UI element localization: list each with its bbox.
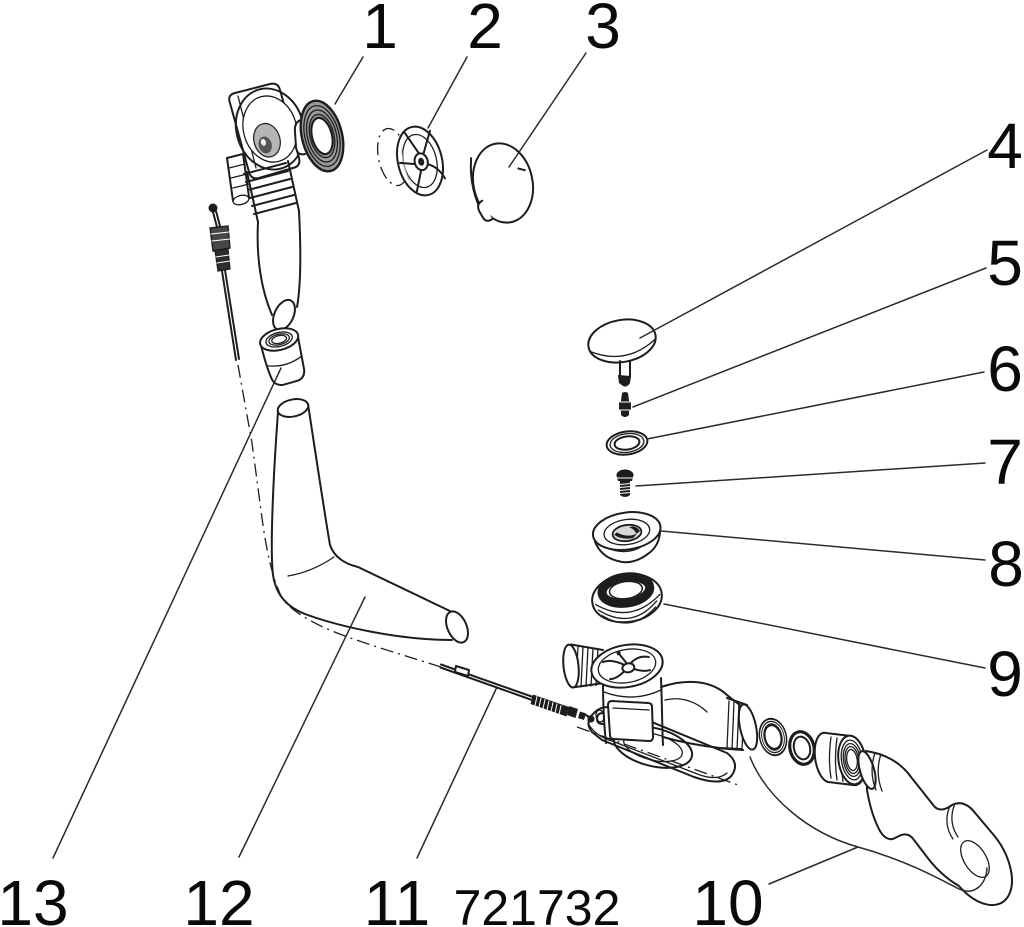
callout-7-label: 7	[987, 426, 1023, 498]
callout-13-label: 13	[0, 867, 69, 927]
callout-9-label: 9	[987, 638, 1023, 710]
leader-line-1	[334, 56, 364, 105]
leader-line-3	[508, 52, 587, 168]
escutcheon-part2	[376, 125, 446, 197]
callout-4-label: 4	[987, 110, 1023, 182]
overflow-pipe-part12	[270, 398, 469, 644]
washer-part6	[605, 430, 649, 456]
bowden-cable-part11	[439, 663, 595, 723]
grooved-oring	[758, 717, 788, 757]
pin-part5	[619, 392, 631, 417]
cover-cap-part3	[469, 142, 535, 224]
callout-5-label: 5	[987, 227, 1023, 299]
screw-part7	[616, 469, 634, 497]
leader-line-8	[660, 530, 986, 561]
cable-axis-guideline	[237, 364, 442, 668]
leader-line-4	[639, 149, 988, 339]
callout-10-label: 10	[692, 867, 763, 927]
waste-body	[562, 643, 759, 786]
product-code-label: 721732	[454, 880, 621, 927]
callout-12-label: 12	[183, 867, 254, 927]
connector-sleeve-part13	[259, 327, 306, 386]
leader-line-13	[52, 367, 282, 859]
leader-line-2	[427, 56, 468, 129]
callout-8-label: 8	[988, 528, 1024, 600]
plug-part4	[587, 318, 657, 387]
outlet-elbow	[857, 750, 1013, 907]
gasket-part9	[591, 572, 663, 624]
seal-ring-part1	[293, 99, 345, 173]
callout-2-label: 2	[467, 0, 503, 62]
leader-line-11	[416, 686, 498, 859]
control-cable-upper	[208, 203, 240, 361]
leader-line-9	[663, 603, 986, 669]
callout-3-label: 3	[585, 0, 621, 62]
overflow-housing	[226, 82, 306, 332]
leader-line-5	[632, 267, 987, 408]
union-nut	[813, 731, 867, 787]
thin-oring	[788, 730, 816, 766]
strainer-part8	[591, 511, 662, 564]
callout-1-label: 1	[362, 0, 398, 62]
callout-6-label: 6	[987, 333, 1023, 405]
leader-line-10	[749, 756, 988, 892]
leader-line-7	[635, 462, 986, 487]
outlet-assembly-part10	[758, 717, 1013, 907]
callout-11-label: 11	[364, 867, 430, 927]
leader-line-12	[238, 596, 366, 858]
leader-line-6	[646, 371, 985, 440]
